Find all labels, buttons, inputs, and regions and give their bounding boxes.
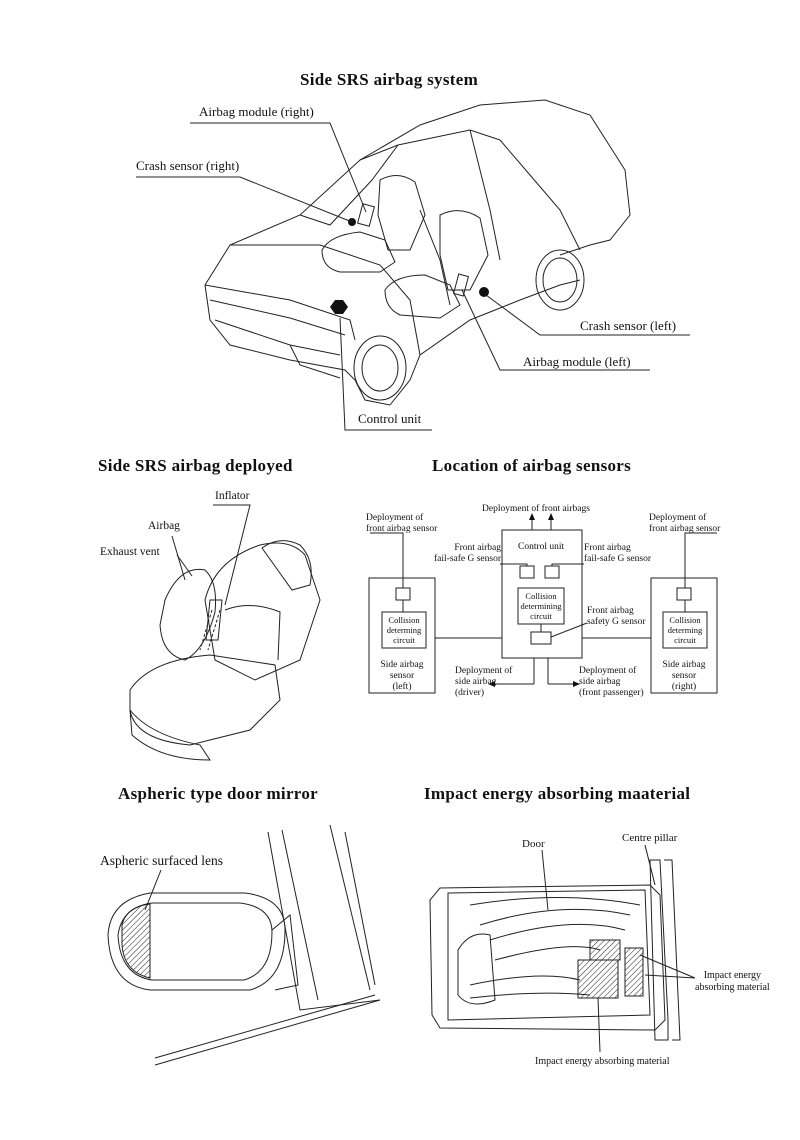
label-deploy-front-sensor-left: Deployment of front airbag sensor: [366, 513, 438, 534]
label-door: Door: [522, 838, 545, 850]
label-airbag: Airbag: [148, 520, 180, 532]
section-title-mirror: Aspheric type door mirror: [118, 784, 318, 803]
label-collision-right: Collision determing circuit: [667, 615, 703, 645]
label-deploy-side-driver: Deployment of side airbag (driver): [455, 666, 513, 698]
label-collision-center: Collision determining circuit: [520, 591, 562, 621]
label-deploy-front-sensor-right: Deployment of front airbag sensor: [649, 513, 721, 534]
label-failsafe-left: Front airbag fail-safe G sensor: [434, 543, 502, 564]
label-material-right: Impact energy absorbing material: [695, 970, 770, 993]
label-control-unit: Control unit: [358, 411, 422, 426]
label-material-bottom: Impact energy absorbing material: [535, 1056, 670, 1067]
section-title-sensors: Location of airbag sensors: [432, 456, 632, 475]
label-inflator: Inflator: [215, 490, 250, 502]
label-collision-left: Collision determing circuit: [386, 615, 422, 645]
label-aspheric-lens: Aspheric surfaced lens: [100, 853, 223, 868]
label-center-control-unit: Control unit: [518, 542, 565, 552]
section-title-deployed: Side SRS airbag deployed: [98, 456, 293, 475]
label-centre-pillar: Centre pillar: [622, 832, 678, 844]
label-safety-g-sensor: Front airbag safety G sensor: [587, 606, 646, 627]
label-failsafe-right: Front airbag fail-safe G sensor: [584, 543, 652, 564]
label-side-sensor-right: Side airbag sensor (right): [662, 660, 706, 692]
car-leader-lines: [136, 122, 690, 431]
label-side-sensor-left: Side airbag sensor (left): [380, 660, 424, 692]
section-title-srs-system: Side SRS airbag system: [300, 70, 479, 89]
label-exhaust-vent: Exhaust vent: [100, 546, 160, 558]
label-deploy-front-airbags: Deployment of front airbags: [482, 504, 590, 514]
car-illustration: [204, 99, 631, 406]
seat-illustration: [129, 504, 321, 761]
door-illustration: [429, 844, 696, 1053]
mirror-illustration: [107, 824, 381, 1066]
section-title-impact: Impact energy absorbing maaterial: [424, 784, 691, 803]
label-airbag-module-left: Airbag module (left): [523, 354, 631, 369]
label-airbag-module-right: Airbag module (right): [199, 104, 314, 119]
sensor-diagram: [368, 513, 718, 694]
label-crash-sensor-left: Crash sensor (left): [580, 318, 677, 333]
label-deploy-side-passenger: Deployment of side airbag (front passeng…: [579, 666, 644, 698]
label-crash-sensor-right: Crash sensor (right): [136, 158, 240, 173]
